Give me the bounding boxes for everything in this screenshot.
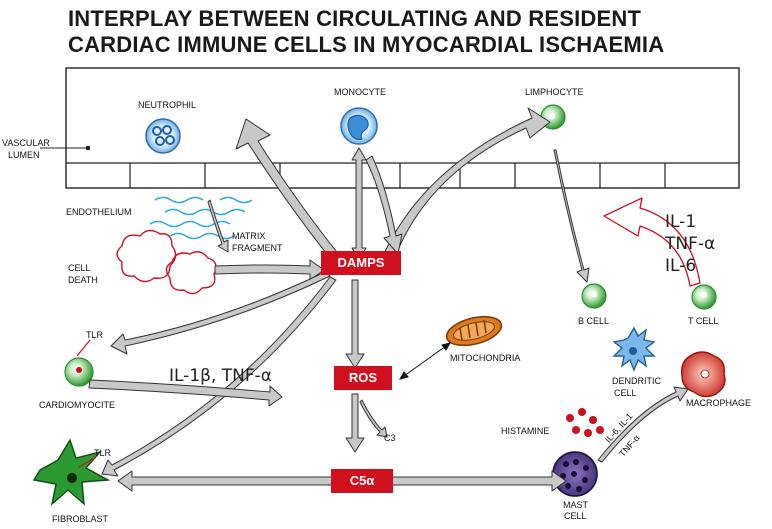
label-c3: C3 (384, 433, 396, 443)
label-endothelium: ENDOTHELIUM (66, 207, 132, 217)
arrow-cytokine-feedback (603, 197, 701, 287)
label-tlr-fibroblast: TLR (94, 448, 112, 458)
arrow-cardiomyocite-to-ros (88, 379, 283, 407)
label-mast: MAST (563, 500, 589, 510)
label-mast-cell: CELL (564, 511, 587, 521)
c5a-box: C5α (331, 469, 393, 493)
monocyte-cell (340, 107, 378, 145)
label-dendritic-cell: CELL (614, 388, 637, 398)
histamine-dots (566, 408, 604, 437)
fibroblast-cell (32, 438, 111, 506)
macrophage-cell (680, 351, 726, 398)
arrow-cell-death-to-damps (214, 259, 325, 281)
label-limphocyte: LIMPHOCYTE (525, 87, 584, 97)
label-death: DEATH (68, 275, 98, 285)
mitochondria-organelle (445, 315, 503, 347)
label-dendritic: DENDRITIC (612, 376, 661, 386)
arrow-damps-to-cardiomyocite (110, 271, 331, 355)
cytokine-il1b-tnf: IL-1β, TNF-α (169, 366, 273, 386)
arrow-matrix-to-fragment (207, 199, 229, 253)
t-cell (691, 284, 717, 310)
arrow-mitochondria-ros (398, 342, 452, 380)
cytokine-tnf: TNF-α (665, 234, 716, 254)
arrow-damps-to-neutrophil (235, 118, 341, 259)
cytokine-il6: IL-6 (665, 256, 697, 276)
arrow-ros-to-c3 (359, 399, 388, 438)
label-vascular: VASCULAR (2, 138, 50, 148)
title-line-1: INTERPLAY BETWEEN CIRCULATING AND RESIDE… (68, 6, 642, 31)
label-lumen: LUMEN (8, 150, 40, 160)
label-neutrophil: NEUTROPHIL (138, 100, 197, 110)
label-histamine: HISTAMINE (501, 426, 550, 436)
label-monocyte: MONOCYTE (334, 87, 387, 97)
cell-death-blobs (116, 229, 217, 295)
label-macrophage: MACROPHAGE (686, 398, 752, 408)
label-matrix: MATRIX (232, 231, 266, 241)
neutrophil-cell (145, 118, 181, 154)
b-cell (581, 283, 607, 309)
arrow-ros-to-c5a (345, 393, 365, 453)
ros-box: ROS (334, 366, 392, 390)
cytokine-il1: IL-1 (665, 212, 697, 232)
arrow-monocyte-damps (351, 147, 367, 261)
arrow-damps-to-fibroblast (101, 276, 337, 477)
label-b-cell: B CELL (578, 316, 610, 326)
label-t-cell: T CELL (688, 316, 719, 326)
label-tlr-cardiomyocite: TLR (86, 330, 104, 340)
label-cell: CELL (68, 263, 91, 273)
label-mitochondria: MITOCHONDRIA (450, 353, 521, 363)
title-line-2: CARDIAC IMMUNE CELLS IN MYOCARDIAL ISCHA… (68, 32, 665, 57)
lumen-pointer-dot (86, 146, 90, 150)
arrow-damps-to-ros (345, 279, 365, 369)
mast-cell (552, 451, 598, 497)
label-cardiomyocite: CARDIOMYOCITE (39, 400, 116, 410)
cardiomyocite-cell (64, 339, 94, 387)
dendritic-cell (612, 326, 656, 372)
label-fibroblast: FIBROBLAST (52, 514, 109, 524)
label-fragment: FRAGMENT (232, 243, 283, 253)
arrow-mast-to-macrophage (597, 386, 689, 463)
damps-box: DAMPS (321, 251, 401, 275)
arrow-limphocyte-to-b-cell (553, 149, 590, 283)
